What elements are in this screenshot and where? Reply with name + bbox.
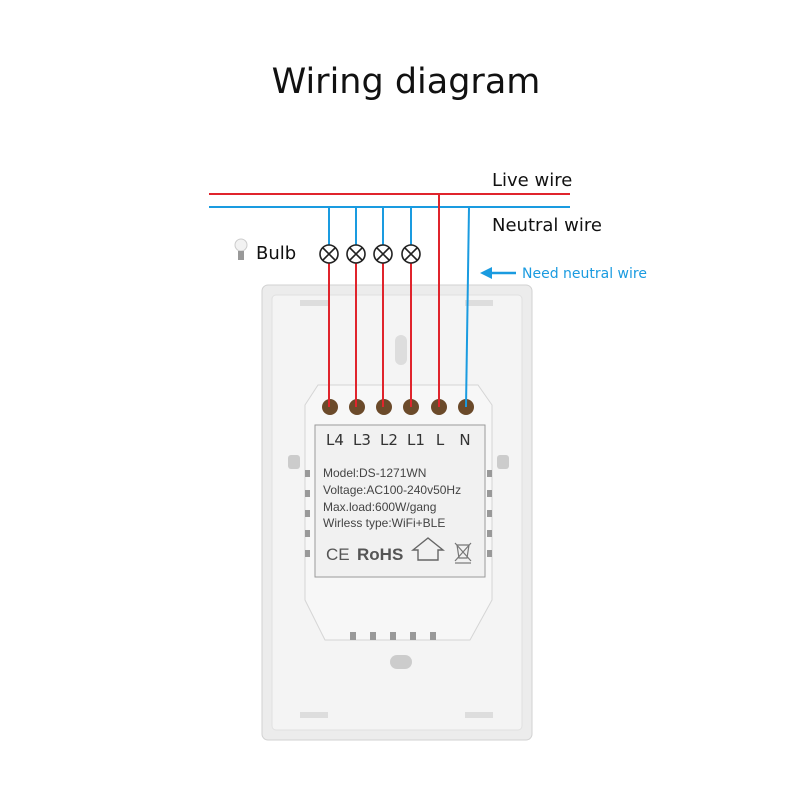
spec-max-load: Max.load:600W/gang [323, 500, 436, 514]
plate-notch [465, 712, 493, 718]
terminal-label: L4 [326, 431, 344, 449]
plate-notch [300, 712, 328, 718]
vent-slots [305, 470, 492, 640]
ce-mark: CE [326, 545, 350, 564]
weee-bin-icon [454, 542, 472, 564]
terminal-label: N [459, 431, 470, 449]
mount-slot-top [395, 335, 407, 365]
live-wire-label: Live wire [492, 170, 572, 191]
side-clip-left [288, 455, 300, 469]
bulb-symbol-icon [346, 244, 366, 264]
spec-text: Model:DS-1271WN Voltage:AC100-240v50Hz M… [323, 466, 461, 530]
spec-wireless: Wirless type:WiFi+BLE [323, 516, 445, 530]
diagram-title: Wiring diagram [272, 62, 541, 102]
arrow-left-icon [480, 267, 516, 279]
bulb-neutral-drops [328, 207, 412, 245]
side-clip-right [497, 455, 509, 469]
spec-voltage: Voltage:AC100-240v50Hz [323, 483, 461, 497]
plate-notch [465, 300, 493, 306]
neutral-wire-label: Neutral wire [492, 215, 602, 236]
terminal-labels: L4 L3 L2 L1 L N [326, 431, 471, 449]
neutral-feed-wire [465, 206, 470, 408]
house-icon [411, 537, 445, 561]
rohs-mark: RoHS [357, 545, 403, 564]
load-wires [328, 263, 412, 407]
bulb-symbol-icon [373, 244, 393, 264]
bulb-symbols [319, 244, 421, 264]
bulb-label: Bulb [256, 243, 296, 264]
label-panel [314, 424, 486, 578]
bulb-symbol-icon [401, 244, 421, 264]
need-neutral-label: Need neutral wire [522, 266, 647, 282]
plate-notch [300, 300, 328, 306]
terminal-label: L2 [380, 431, 398, 449]
terminal-label: L3 [353, 431, 371, 449]
mount-slot-bottom [390, 655, 412, 669]
lightbulb-icon [234, 238, 248, 260]
terminal-label: L1 [407, 431, 425, 449]
bulb-symbol-icon [319, 244, 339, 264]
terminal-label: L [436, 431, 445, 449]
spec-model: Model:DS-1271WN [323, 466, 426, 480]
